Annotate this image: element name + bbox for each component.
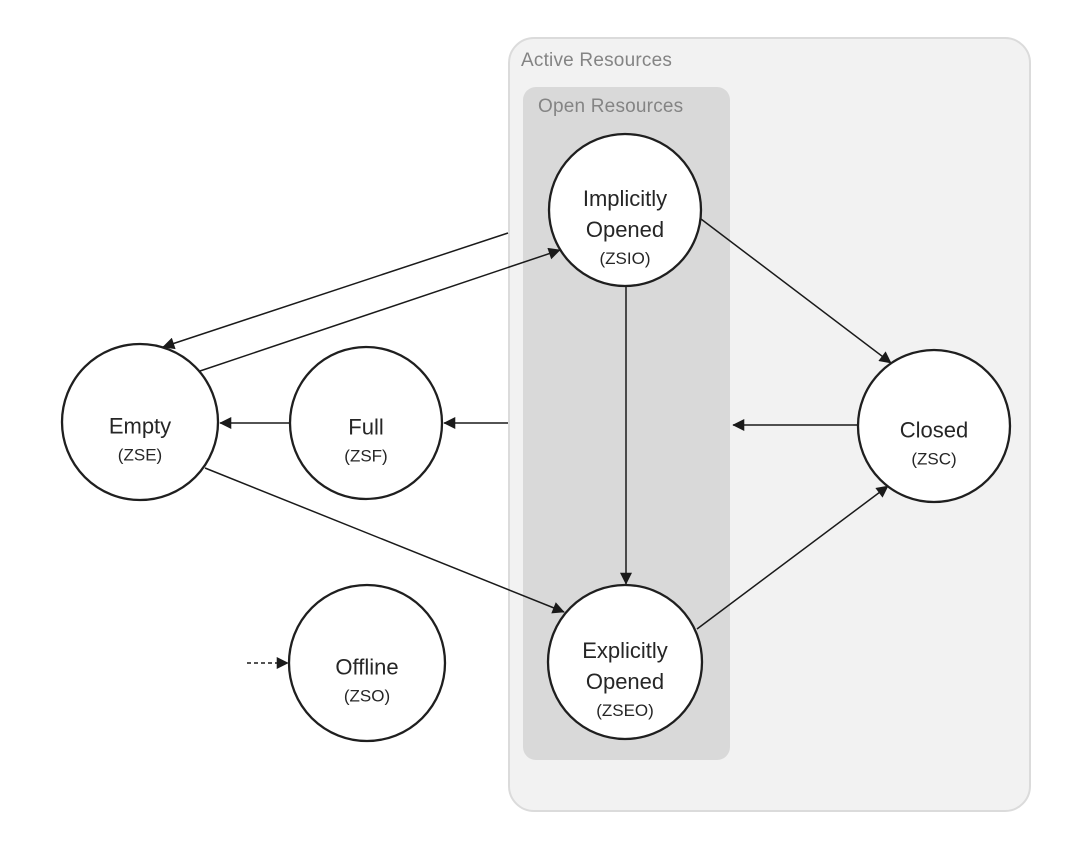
state-label-empty: Empty (ZSE): [109, 411, 171, 466]
active-resources-label: Active Resources: [521, 50, 673, 71]
state-label-full: Full (ZSF): [344, 412, 387, 467]
state-name: Full: [348, 414, 384, 440]
state-code: (ZSO): [343, 686, 391, 706]
state-label-offline: Offline (ZSO): [335, 652, 398, 707]
state-code: (ZSE): [117, 445, 163, 465]
state-node-empty-circle: [60, 342, 220, 502]
state-code: (ZSF): [344, 446, 388, 466]
edge-empty-to-implicitly-opened: [199, 247, 561, 372]
open-resources-label: Open Resources: [538, 96, 684, 117]
state-node-full-circle: [288, 345, 444, 501]
state-node-offline-circle: [287, 583, 447, 743]
state-name: Offline: [335, 654, 399, 680]
state-name: Empty: [108, 413, 172, 439]
open-resources-group: Open Resources: [523, 87, 730, 760]
edge-active-resources-to-empty: [162, 232, 509, 350]
